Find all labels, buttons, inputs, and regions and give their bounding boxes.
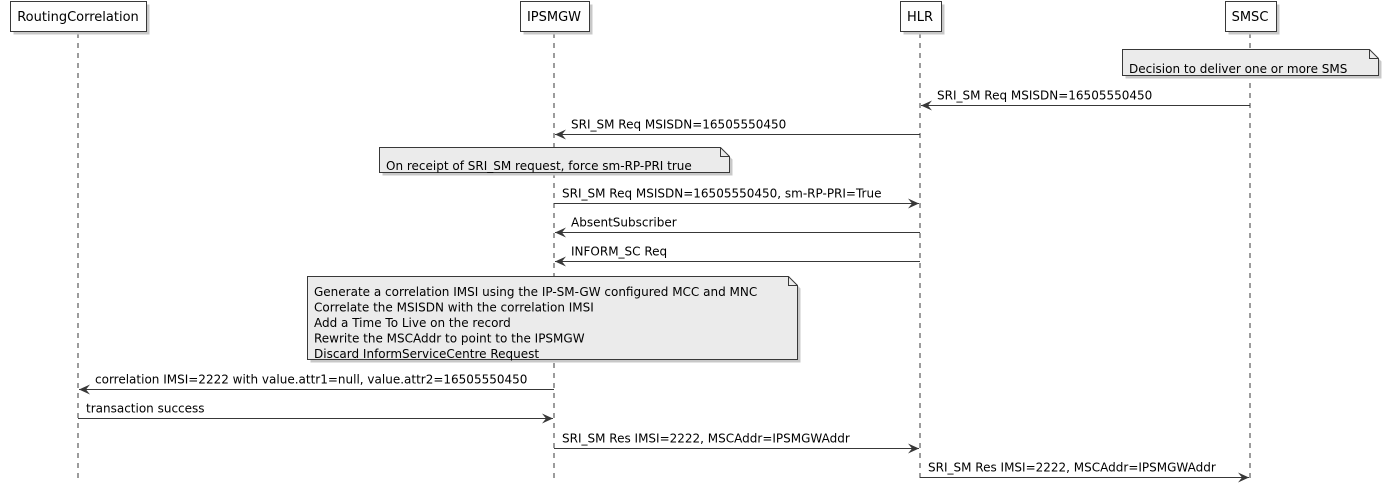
participant-rc: RoutingCorrelation <box>10 1 150 35</box>
note-box <box>379 147 730 173</box>
message-label: transaction success <box>86 402 205 416</box>
note-over-smsc: Decision to deliver one or more SMS <box>1122 49 1382 79</box>
note-line: Add a Time To Live on the record <box>314 316 511 330</box>
participant-label: HLR <box>907 10 933 25</box>
message-hlr-to-ipsmgw: INFORM_SC Req <box>555 245 920 267</box>
message-label: SRI_SM Req MSISDN=16505550450 <box>937 89 1152 103</box>
note-over-ipsmgw: On receipt of SRI_SM request, force sm-R… <box>379 147 733 176</box>
participant-label: RoutingCorrelation <box>17 10 139 25</box>
message-label: SRI_SM Req MSISDN=16505550450 <box>571 118 786 132</box>
note-line: Decision to deliver one or more SMS <box>1129 62 1347 76</box>
note-over-ipsmgw: Generate a correlation IMSI using the IP… <box>307 276 801 363</box>
message-ipsmgw-to-rc: correlation IMSI=2222 with value.attr1=n… <box>79 373 554 395</box>
message-label: AbsentSubscriber <box>571 216 677 230</box>
message-hlr-to-ipsmgw: AbsentSubscriber <box>555 216 920 238</box>
note-fold <box>720 147 730 157</box>
note-line: On receipt of SRI_SM request, force sm-R… <box>386 159 692 173</box>
message-rc-to-ipsmgw: transaction success <box>78 402 553 424</box>
message-label: INFORM_SC Req <box>571 245 667 259</box>
participant-smsc: SMSC <box>1225 1 1280 35</box>
participant-box <box>1225 1 1277 32</box>
note-box <box>307 276 798 360</box>
message-ipsmgw-to-hlr: SRI_SM Res IMSI=2222, MSCAddr=IPSMGWAddr <box>554 432 919 454</box>
note-fold <box>788 276 798 286</box>
participant-box <box>900 1 942 32</box>
participant-hlr: HLR <box>900 1 945 35</box>
participant-box <box>520 1 590 32</box>
note-line: Discard InformServiceCentre Request <box>314 347 539 361</box>
message-label: SRI_SM Res IMSI=2222, MSCAddr=IPSMGWAddr <box>928 461 1216 475</box>
note-line: Correlate the MSISDN with the correlatio… <box>314 301 594 315</box>
participant-label: SMSC <box>1232 10 1269 25</box>
note-fold <box>1369 49 1379 59</box>
participant-ipsmgw: IPSMGW <box>520 1 593 35</box>
message-hlr-to-ipsmgw: SRI_SM Req MSISDN=16505550450 <box>555 118 920 140</box>
message-label: SRI_SM Req MSISDN=16505550450, sm-RP-PRI… <box>562 187 881 201</box>
participant-box <box>10 1 147 32</box>
message-label: SRI_SM Res IMSI=2222, MSCAddr=IPSMGWAddr <box>562 432 850 446</box>
participant-label: IPSMGW <box>527 10 581 25</box>
message-ipsmgw-to-hlr: SRI_SM Req MSISDN=16505550450, sm-RP-PRI… <box>554 187 919 209</box>
note-line: Generate a correlation IMSI using the IP… <box>314 285 757 299</box>
note-box <box>1122 49 1379 76</box>
message-hlr-to-smsc: SRI_SM Res IMSI=2222, MSCAddr=IPSMGWAddr <box>920 461 1249 483</box>
note-line: Rewrite the MSCAddr to point to the IPSM… <box>314 332 585 346</box>
message-label: correlation IMSI=2222 with value.attr1=n… <box>95 373 527 387</box>
message-smsc-to-hlr: SRI_SM Req MSISDN=16505550450 <box>921 89 1250 111</box>
